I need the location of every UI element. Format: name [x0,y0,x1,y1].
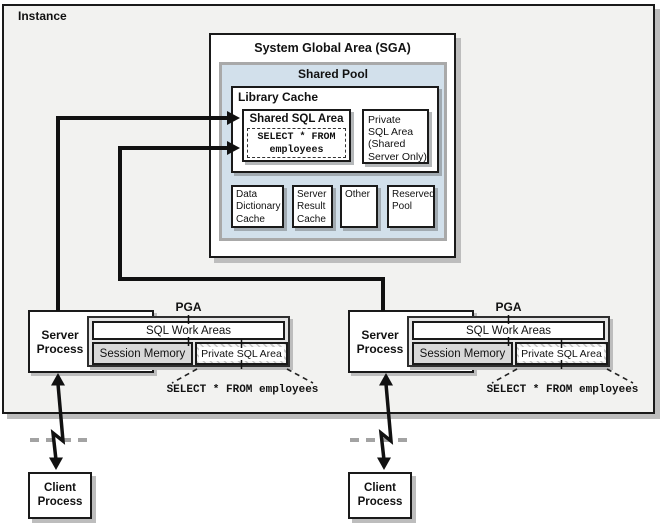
sql-work-areas-row: SQL Work Areas [412,321,605,340]
session-1: Server Process PGA SQL Work Areas Sessio… [28,300,319,519]
pga-query-text: SELECT * FROM employees [486,384,639,396]
pga-query-text: SELECT * FROM employees [166,384,319,396]
pga-label: PGA [175,300,202,314]
box-line: Pool [392,201,413,213]
private-sql-line: SQL Area [368,126,414,139]
box-line: Reserved [392,189,435,200]
shared-pool-title: Shared Pool [297,67,368,81]
reserved-pool-box: Reserved Pool [387,185,435,228]
session-memory-cell: Session Memory [92,342,193,365]
private-sql-area-cell-label: Private SQL Area [519,346,604,361]
pga-label: PGA [495,300,522,314]
shared-sql-area-title: Shared SQL Area [249,113,344,125]
server-process-label: Server Process [356,327,404,356]
private-sql-area-cell: Private SQL Area [515,342,608,365]
server-process-label: Server Process [36,327,84,356]
session-2: Server Process PGA SQL Work Areas Sessio… [320,0,660,527]
private-sql-area-cell: Private SQL Area [195,342,288,365]
client-process-box: Client Process [348,472,412,519]
instance-label: Instance [18,9,67,23]
sql-work-areas-row: SQL Work Areas [92,321,285,340]
query-line-1: SELECT * FROM [257,132,336,143]
sga-title: System Global Area (SGA) [254,41,411,55]
private-sql-area-cell-label: Private SQL Area [199,346,284,361]
library-cache-title: Library Cache [238,90,319,104]
session-memory-cell: Session Memory [412,342,513,365]
client-process-box: Client Process [28,472,92,519]
private-sql-line: Private [368,114,401,126]
